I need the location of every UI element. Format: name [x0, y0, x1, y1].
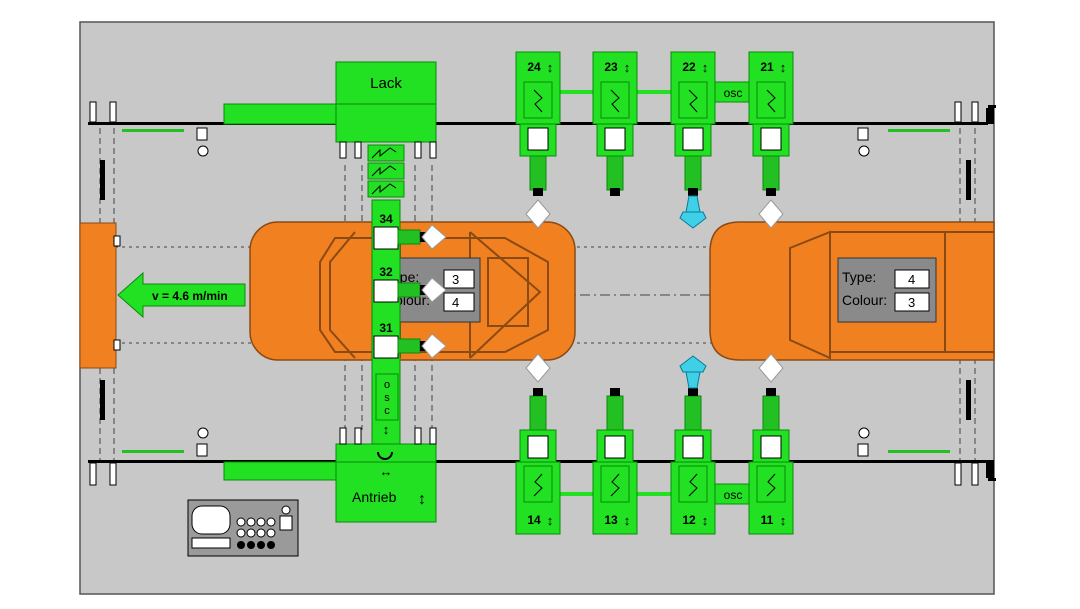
robot-arrow-icon: ↕: [780, 513, 787, 528]
bottom-station-arrow-icon[interactable]: ↕: [418, 491, 426, 508]
osc-box-side[interactable]: osc ↕: [375, 373, 399, 437]
spray-nozzle-icon: [525, 199, 551, 229]
top-station-lack[interactable]: Lack: [223, 61, 437, 198]
car-body-right: Type: 4 Colour: 3: [709, 221, 995, 361]
horizontal-move-icon: ↔: [380, 464, 393, 479]
side-robot-31[interactable]: 31: [373, 321, 447, 359]
side-robot-32[interactable]: 32: [373, 265, 447, 303]
bottom-robot-14[interactable]: 14 ↕: [515, 353, 561, 535]
osc-letter: s: [384, 392, 390, 404]
robot-number-label: 14: [527, 513, 541, 527]
conveyor-direction-arrow: v = 4.6 m/min: [117, 271, 246, 319]
robot-number-label: 23: [604, 60, 618, 74]
spray-nozzle-icon: [421, 224, 447, 250]
robot-arrow-icon: ↕: [702, 60, 709, 75]
car-type-label: Type:: [842, 269, 876, 285]
car-type-value: 3: [452, 272, 459, 287]
top-robot-21[interactable]: 21 ↕: [748, 51, 794, 229]
robot-number-label: 34: [379, 212, 393, 226]
car-info-box: [837, 257, 937, 323]
car-colour-label: Colour:: [842, 292, 887, 308]
spray-nozzle-icon: [421, 277, 447, 303]
vertical-move-icon: ↕: [383, 422, 390, 437]
car-colour-value: 3: [908, 295, 915, 310]
top-station-label: Lack: [370, 75, 402, 92]
osc-letter: o: [384, 379, 390, 391]
robot-number-label: 21: [760, 60, 774, 74]
robot-number-label: 12: [682, 513, 696, 527]
top-robot-23[interactable]: 23 ↕: [592, 51, 638, 196]
spray-nozzle-icon: [758, 353, 784, 383]
osc-letter: c: [384, 405, 390, 417]
robot-number-label: 24: [527, 60, 541, 74]
robot-number-label: 22: [682, 60, 696, 74]
car-body-partial: [79, 222, 121, 369]
bottom-robot-11[interactable]: 11 ↕: [748, 353, 794, 535]
osc-label-top: osc: [724, 86, 743, 100]
car-colour-value: 4: [452, 295, 459, 310]
robot-number-label: 31: [379, 321, 393, 335]
robot-arrow-icon: ↕: [547, 513, 554, 528]
conveyor-speed-label: v = 4.6 m/min: [152, 289, 228, 303]
robot-number-label: 11: [761, 513, 774, 527]
control-panel-icon[interactable]: [187, 499, 299, 557]
robot-number-label: 13: [604, 513, 618, 527]
spray-nozzle-icon: [525, 353, 551, 383]
robot-arrow-icon: ↕: [702, 513, 709, 528]
spray-nozzle-icon: [758, 199, 784, 229]
robot-arrow-icon: ↕: [624, 60, 631, 75]
bottom-station-antrieb[interactable]: Antrieb ↕ ↔: [223, 427, 437, 523]
osc-label-bottom: osc: [724, 488, 743, 502]
bottom-robot-13[interactable]: 13 ↕: [592, 388, 638, 535]
car-type-value: 4: [908, 272, 915, 287]
top-robot-24[interactable]: 24 ↕: [515, 51, 561, 229]
rotate-icon: [377, 451, 393, 460]
spray-nozzle-icon: [421, 333, 447, 359]
robot-number-label: 32: [379, 265, 393, 279]
side-robot-34[interactable]: 34: [373, 212, 447, 250]
bottom-station-label: Antrieb: [352, 489, 397, 505]
robot-arrow-icon: ↕: [780, 60, 787, 75]
robot-arrow-icon: ↕: [624, 513, 631, 528]
bottom-robot-12[interactable]: 12 ↕: [670, 355, 716, 535]
top-robot-22[interactable]: 22 ↕: [670, 51, 716, 229]
robot-arrow-icon: ↕: [547, 60, 554, 75]
